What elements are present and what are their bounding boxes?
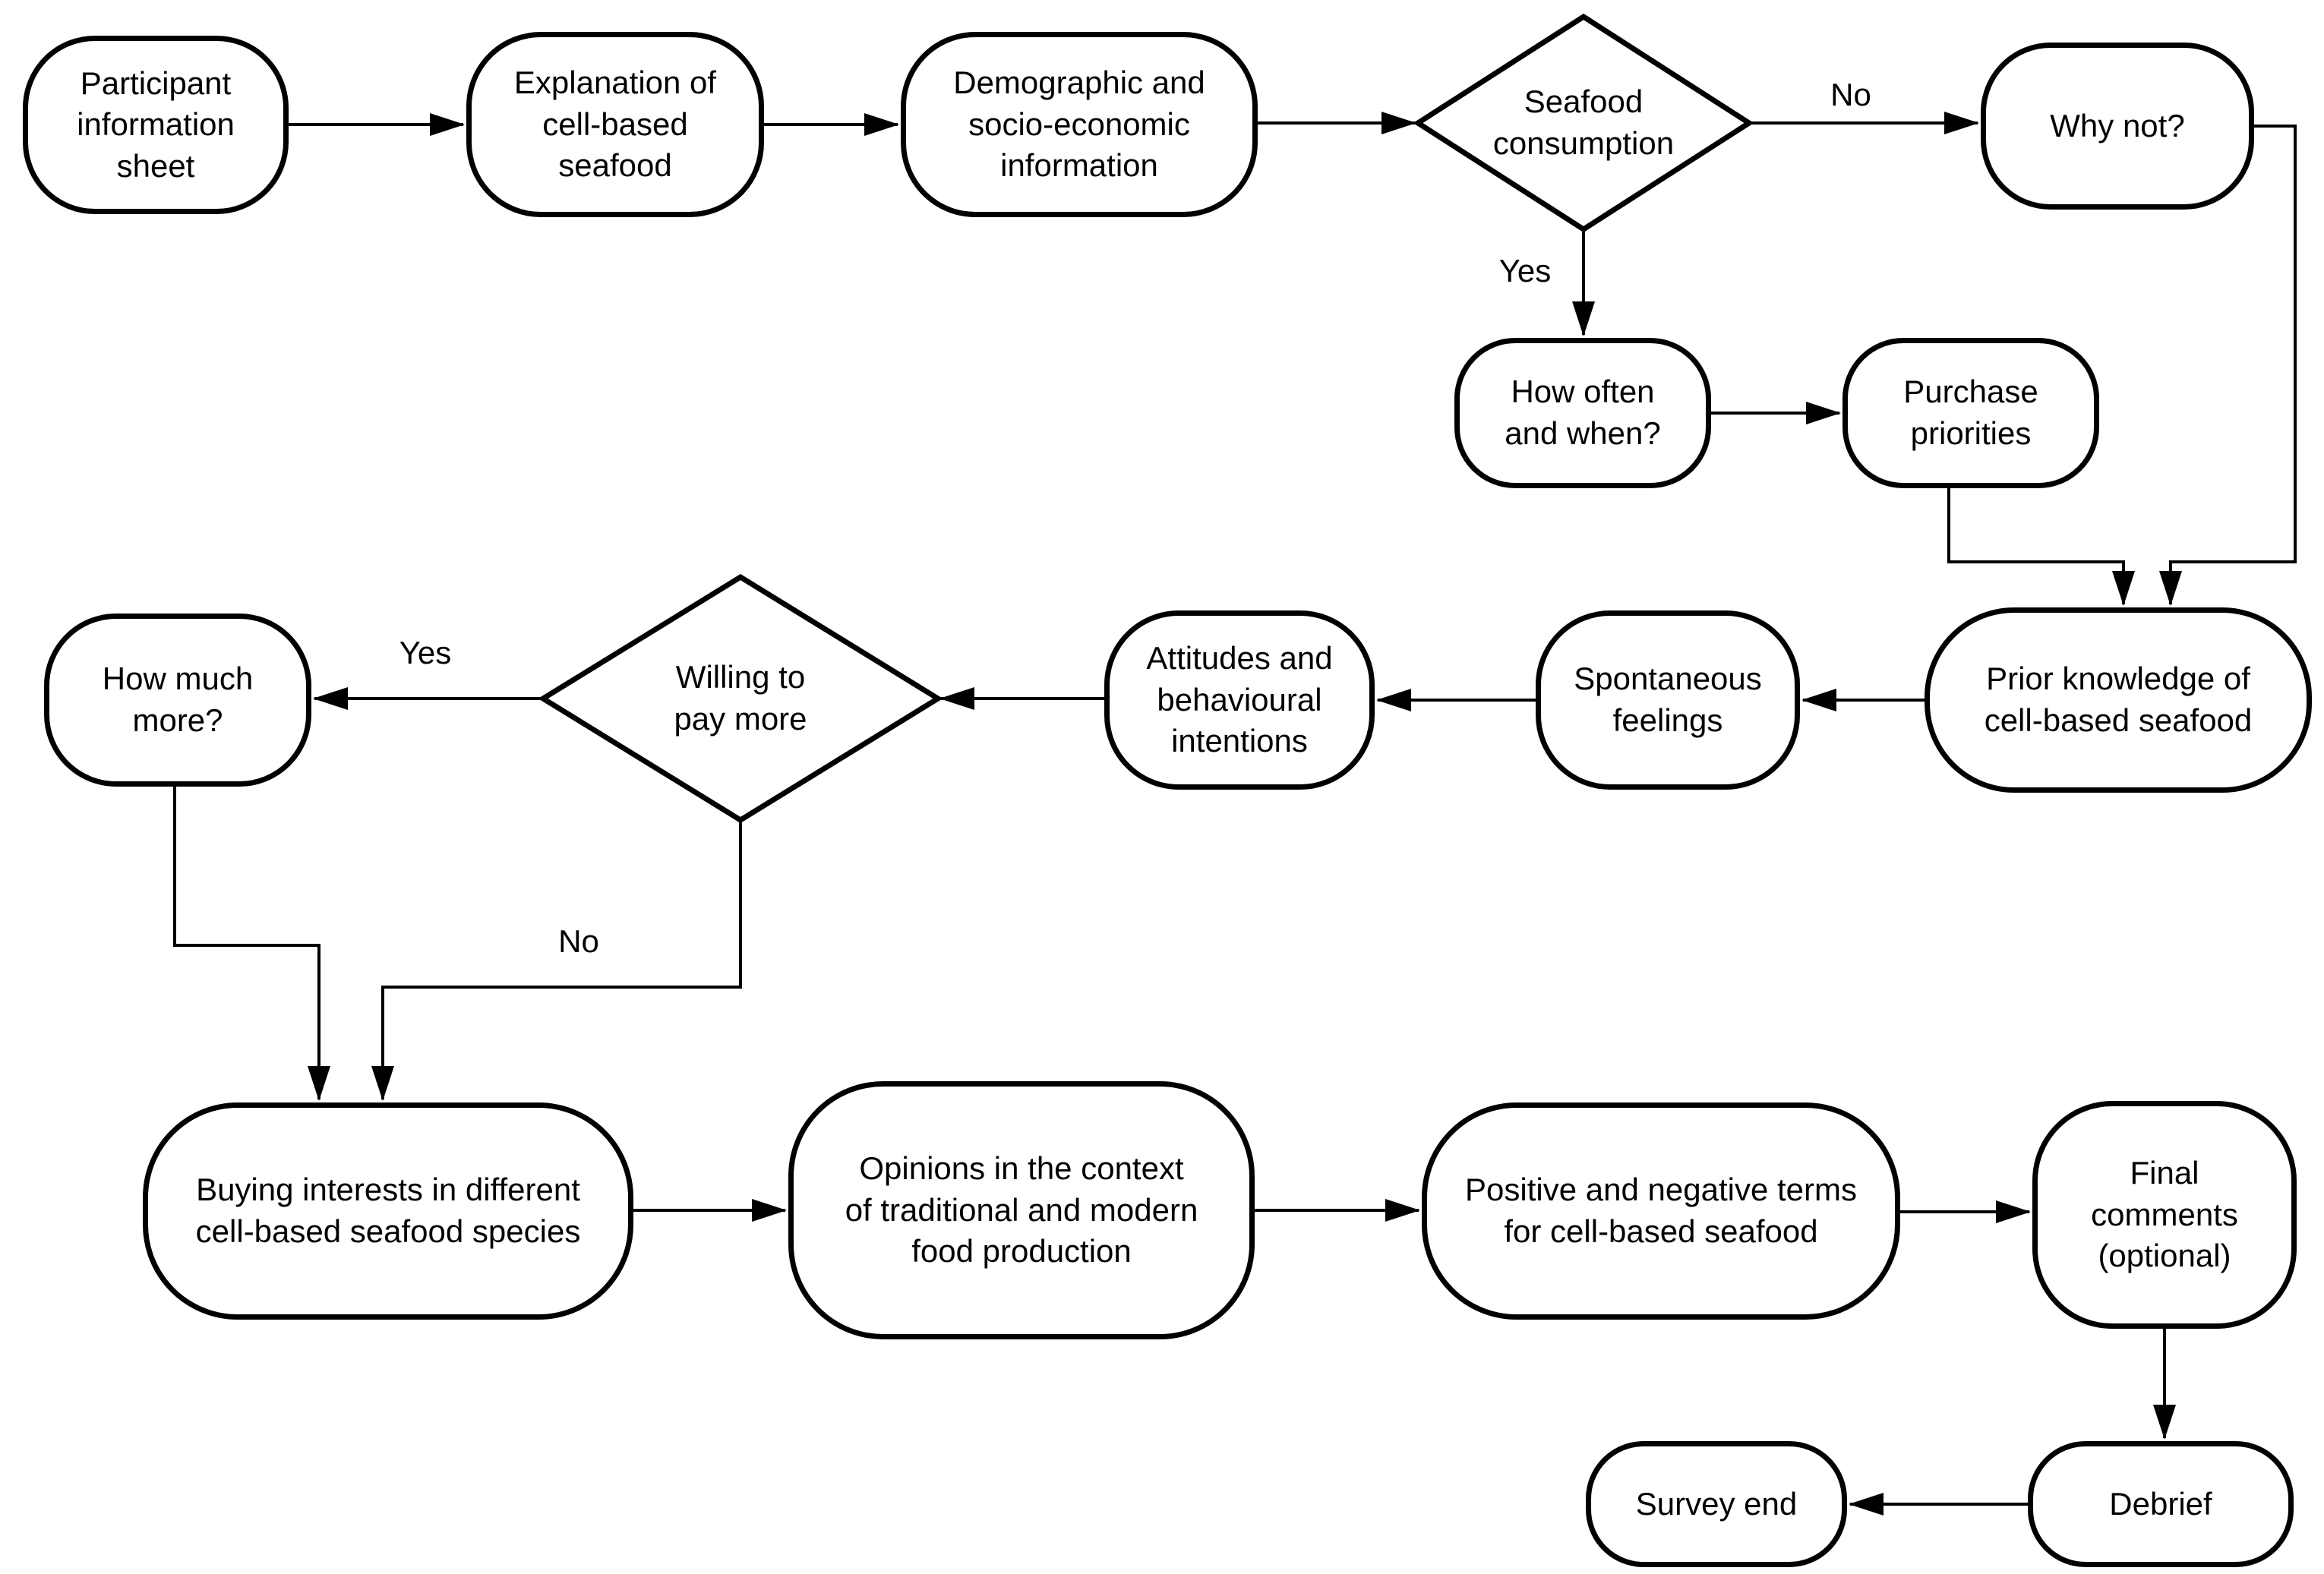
- seafood-consumption-diamond-shape: [1413, 13, 1754, 233]
- edge-label-willing-to-pay-yes: Yes: [399, 635, 452, 670]
- edge-label-seafood-consumption-yes: Yes: [1498, 253, 1552, 289]
- node-final-comments: Final comments (optional): [2032, 1101, 2297, 1329]
- node-how-much-more: How much more?: [44, 614, 311, 787]
- edge-purchase-priorities-to-prior-knowledge: [1947, 488, 2135, 606]
- node-willing-to-pay-more-label: Willing to pay more: [674, 659, 807, 737]
- node-survey-end: Survey end: [1586, 1441, 1847, 1567]
- node-buying-interests: Buying interests in different cell-based…: [143, 1102, 633, 1320]
- node-opinions-context: Opinions in the context of traditional a…: [788, 1081, 1255, 1339]
- node-positive-negative-terms: Positive and negative terms for cell-bas…: [1422, 1102, 1900, 1320]
- edge-label-willing-to-pay-no: No: [558, 923, 599, 959]
- node-participant-information-sheet: Participant information sheet: [23, 36, 289, 214]
- node-prior-knowledge: Prior knowledge of cell-based seafood: [1925, 607, 2312, 793]
- edge-label-seafood-consumption-no: No: [1830, 77, 1871, 112]
- edge-why-not-to-prior-knowledge: [2159, 125, 2297, 606]
- node-purchase-priorities: Purchase priorities: [1842, 338, 2099, 488]
- node-how-often-and-when: How often and when?: [1454, 338, 1711, 488]
- node-attitudes-behavioural-intentions: Attitudes and behavioural intentions: [1104, 610, 1375, 790]
- node-demographic-socio-economic: Demographic and socio-economic informati…: [901, 32, 1258, 217]
- node-spontaneous-feelings: Spontaneous feelings: [1536, 610, 1800, 790]
- node-debrief: Debrief: [2028, 1441, 2294, 1567]
- node-seafood-consumption-label: Seafood consumption: [1492, 84, 1675, 161]
- node-why-not: Why not?: [1981, 43, 2254, 210]
- edge-how-much-more-to-buying-interests: [173, 787, 330, 1101]
- edge-willing-to-pay-no-to-buying-interests: [371, 820, 742, 1101]
- node-explanation-cell-based-seafood: Explanation of cell-based seafood: [466, 32, 764, 217]
